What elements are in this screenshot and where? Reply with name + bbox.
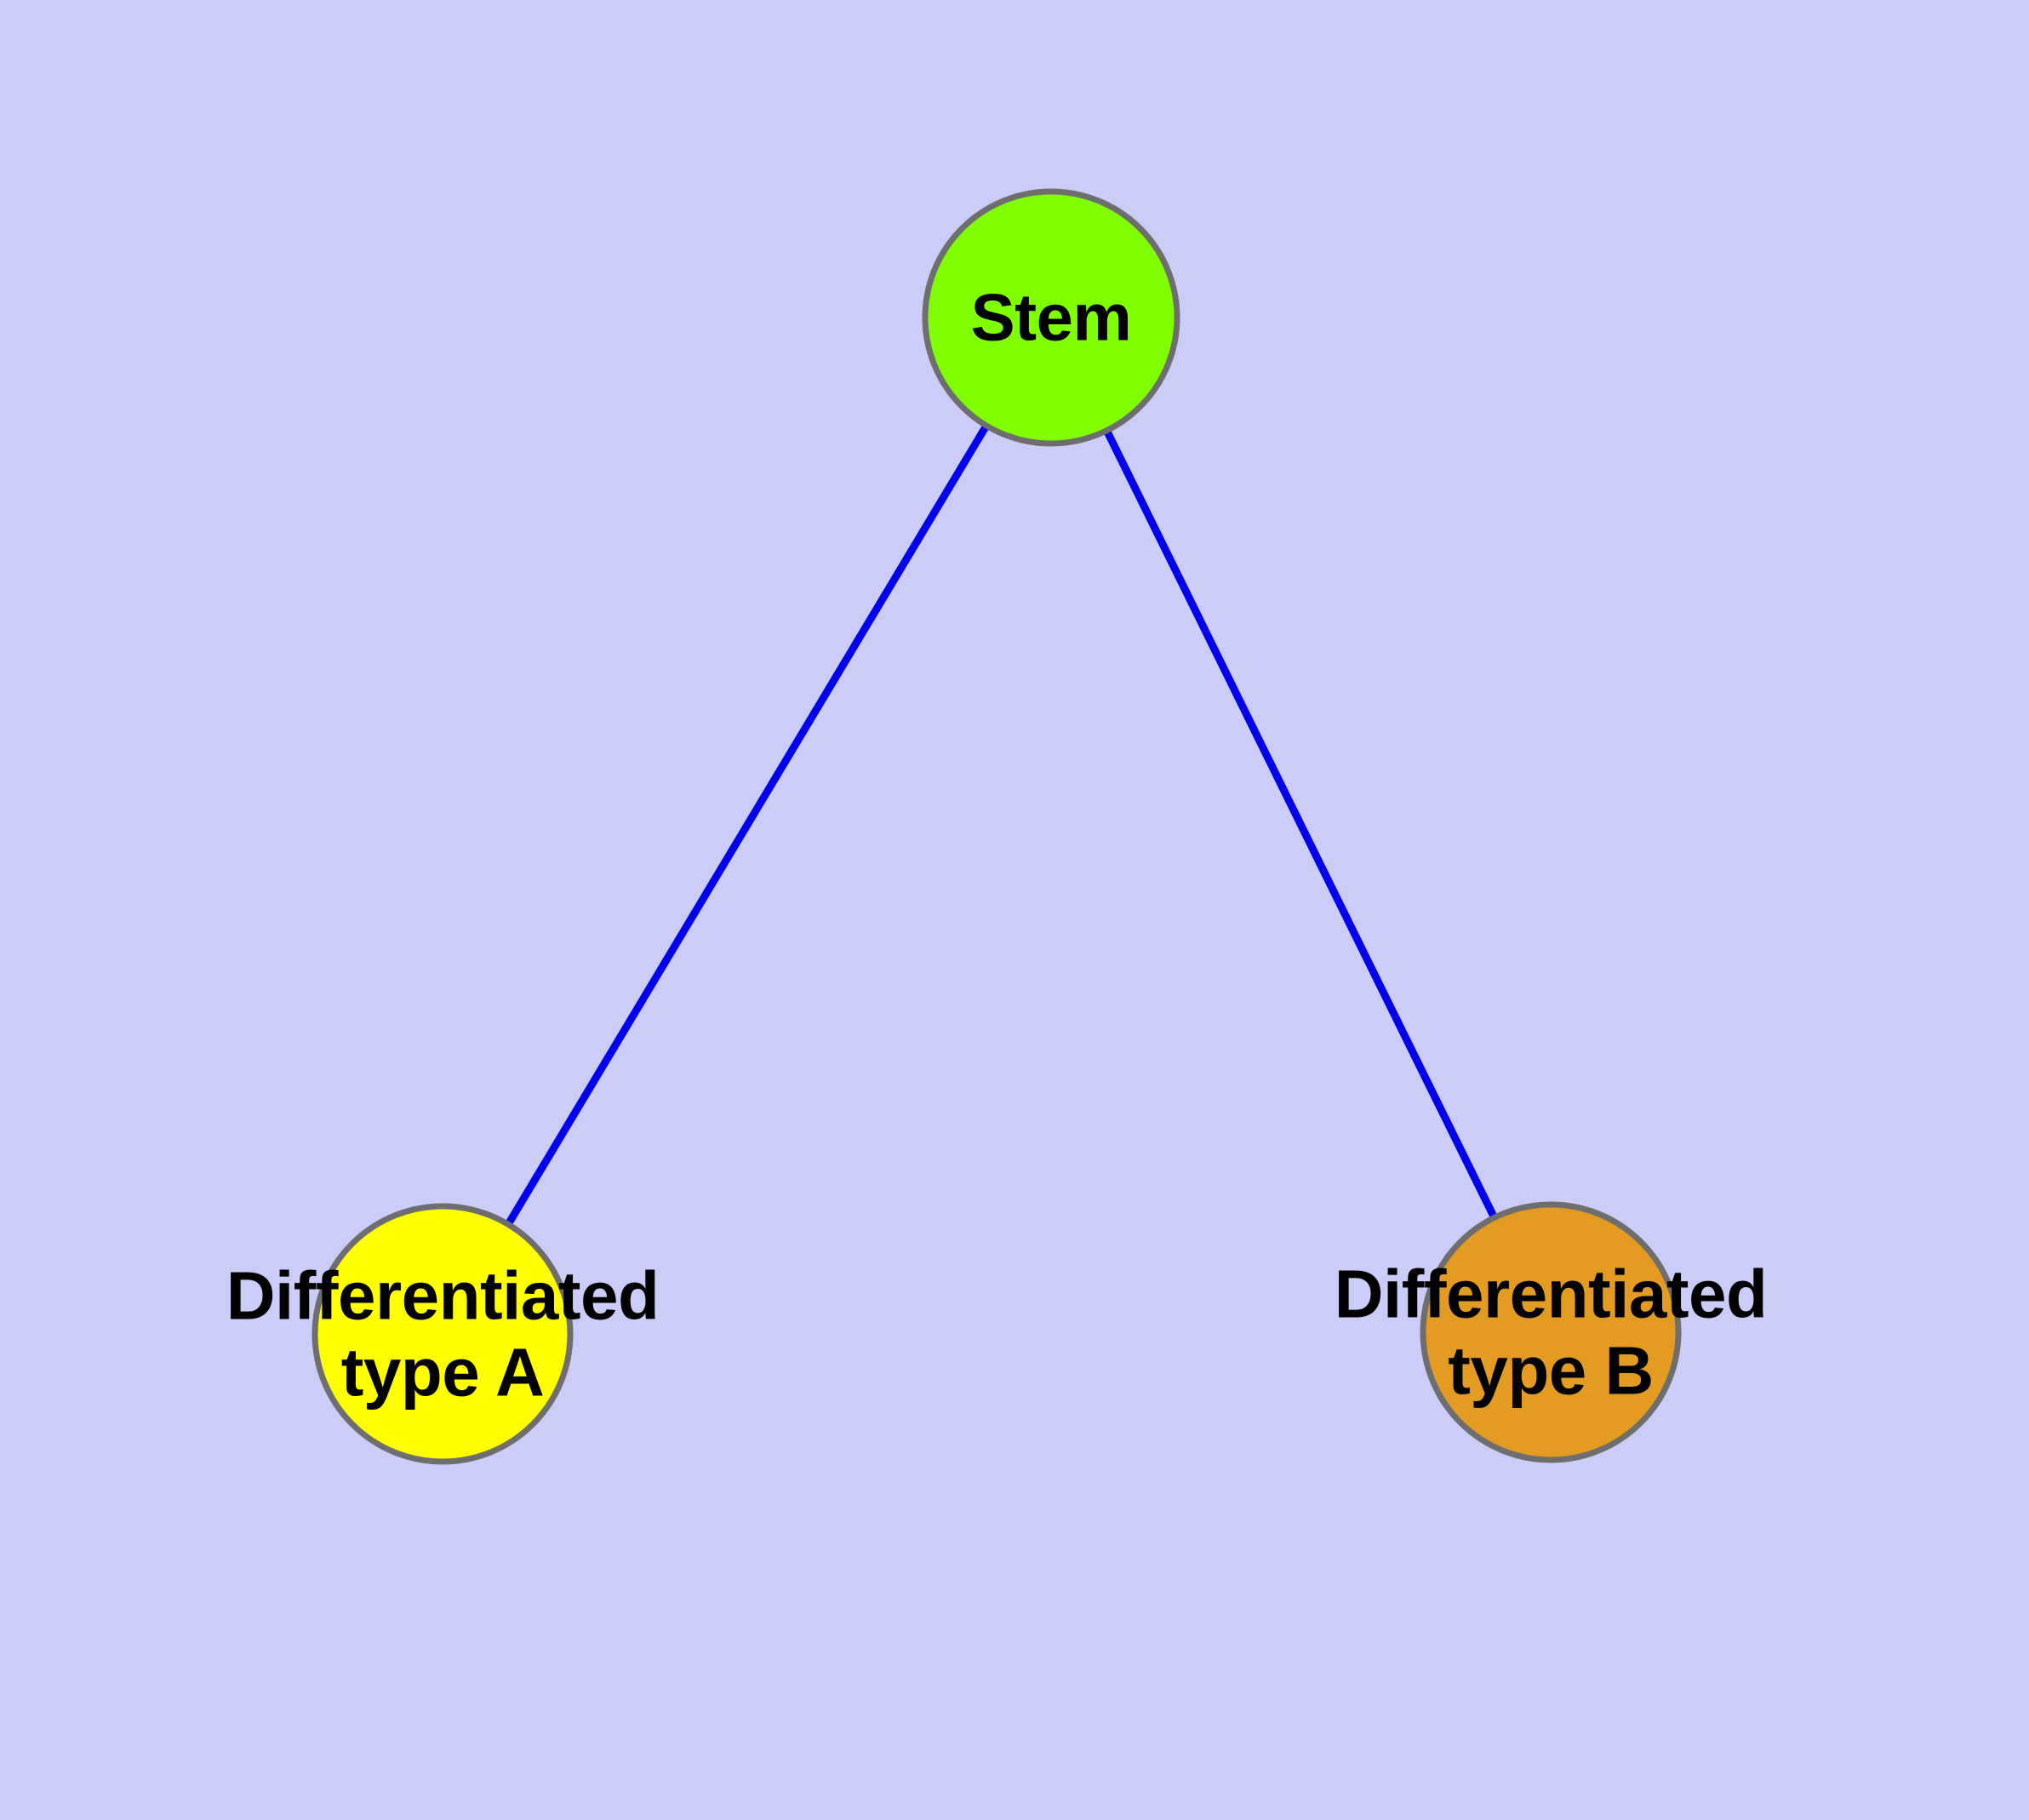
node-layer — [311, 188, 1682, 1465]
graph-node-diff_b[interactable] — [1420, 1201, 1682, 1463]
graph-node-diff_a[interactable] — [311, 1203, 574, 1465]
graph-edge-stem-to-a[interactable] — [439, 315, 1055, 1336]
edge-layer — [439, 315, 1555, 1336]
graph-node-stem[interactable] — [922, 188, 1180, 447]
graph-edge-stem-to-b[interactable] — [1047, 316, 1555, 1334]
